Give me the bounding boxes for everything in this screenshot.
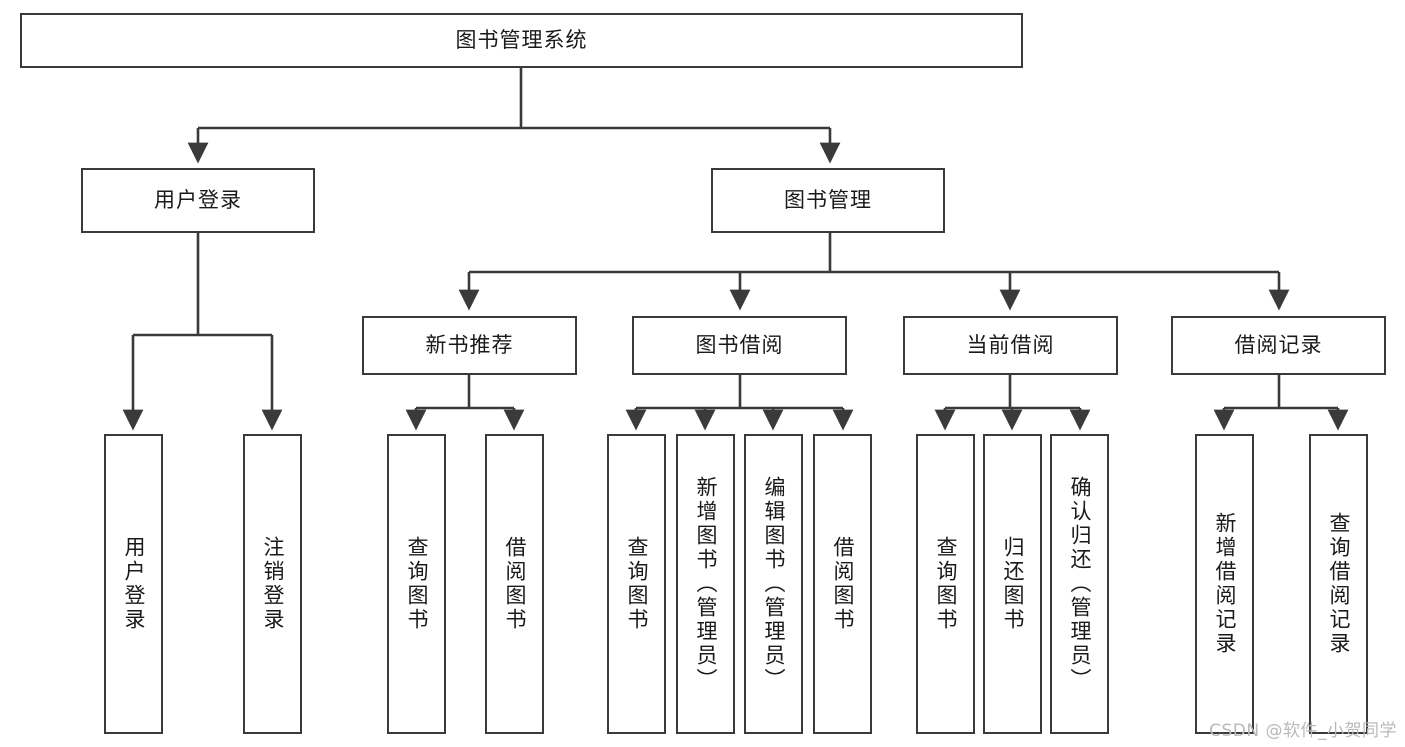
node-book-management[interactable]: 图书管理 <box>711 168 945 233</box>
node-label: 图书管理系统 <box>455 28 588 53</box>
node-label: 新增图书（管理员） <box>694 476 718 692</box>
node-new-book-recommendation[interactable]: 新书推荐 <box>362 316 577 375</box>
node-current-borrowing[interactable]: 当前借阅 <box>903 316 1118 375</box>
node-root-book-management-system[interactable]: 图书管理系统 <box>20 13 1023 68</box>
node-label: 查询图书 <box>625 536 649 632</box>
node-label: 用户登录 <box>154 188 242 213</box>
node-label: 查询图书 <box>934 536 958 632</box>
node-label: 借阅图书 <box>503 536 527 632</box>
node-label: 归还图书 <box>1001 536 1025 632</box>
node-leaf-query-books-borrow[interactable]: 查询图书 <box>607 434 666 734</box>
node-label: 借阅记录 <box>1234 333 1323 358</box>
node-label: 用户登录 <box>122 536 146 632</box>
node-book-borrowing[interactable]: 图书借阅 <box>632 316 847 375</box>
node-label: 查询图书 <box>405 536 429 632</box>
node-leaf-query-books-current[interactable]: 查询图书 <box>916 434 975 734</box>
node-label: 新书推荐 <box>425 333 514 358</box>
node-label: 新增借阅记录 <box>1213 512 1237 656</box>
node-user-login[interactable]: 用户登录 <box>81 168 315 233</box>
node-label: 图书管理 <box>784 188 872 213</box>
node-label: 确认归还（管理员） <box>1068 476 1092 692</box>
node-leaf-add-borrow-record[interactable]: 新增借阅记录 <box>1195 434 1254 734</box>
node-leaf-edit-book-admin[interactable]: 编辑图书（管理员） <box>744 434 803 734</box>
node-leaf-borrow-books-recommend[interactable]: 借阅图书 <box>485 434 544 734</box>
node-leaf-query-borrow-record[interactable]: 查询借阅记录 <box>1309 434 1368 734</box>
node-label: 借阅图书 <box>831 536 855 632</box>
node-label: 图书借阅 <box>695 333 784 358</box>
node-leaf-add-book-admin[interactable]: 新增图书（管理员） <box>676 434 735 734</box>
node-leaf-logout[interactable]: 注销登录 <box>243 434 302 734</box>
node-label: 注销登录 <box>261 536 285 632</box>
node-label: 编辑图书（管理员） <box>762 476 786 692</box>
node-label: 查询借阅记录 <box>1327 512 1351 656</box>
node-borrowing-records[interactable]: 借阅记录 <box>1171 316 1386 375</box>
node-label: 当前借阅 <box>966 333 1055 358</box>
node-leaf-user-login[interactable]: 用户登录 <box>104 434 163 734</box>
node-leaf-query-books-recommend[interactable]: 查询图书 <box>387 434 446 734</box>
node-leaf-confirm-return-admin[interactable]: 确认归还（管理员） <box>1050 434 1109 734</box>
node-leaf-return-books[interactable]: 归还图书 <box>983 434 1042 734</box>
node-leaf-borrow-books[interactable]: 借阅图书 <box>813 434 872 734</box>
